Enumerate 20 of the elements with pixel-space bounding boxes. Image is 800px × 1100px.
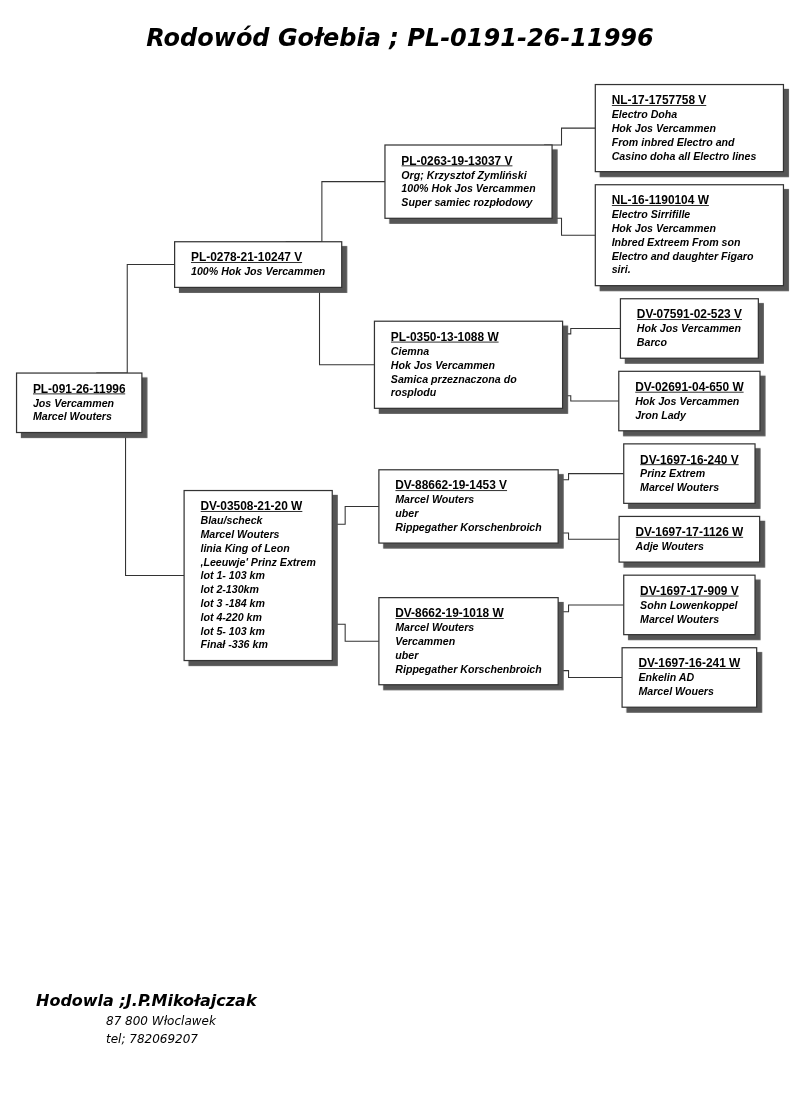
node-box: DV-1697-17-1126 W Adje Wouters: [618, 515, 761, 563]
node-box: DV-1697-17-909 V Sohn Lowenkoppel Marcel Wouters: [623, 574, 756, 636]
node-box: DV-8662-19-1018 W Marcel Wouters Vercammen uber Rippegather Korschenbroich: [378, 597, 559, 686]
node-box: PL-0263-19-13037 V Org; Krzysztof Zymliński 100% Hok Jos Vercammen Super samiec rozpłodowy: [384, 144, 553, 219]
node-box: NL-16-1190104 W Electro Sirrifille Hok Jos Vercammen Inbred Extreem From son Electro and daughter Figaro siri.: [594, 184, 785, 287]
connector: [562, 327, 621, 335]
breeder-name: Hodowla ;J.P.Mikołajczak: [36, 990, 257, 1012]
node-box: NL-17-1757758 V Electro Doha Hok Jos Vercammen From inbred Electro and Casino doha all Electro lines: [594, 83, 785, 173]
node-box: DV-03508-21-20 W Blau/scheck Marcel Wouters linia King of Leon ,Leeuwje' Prinz Extrem lot 1- 103 km lot 2-130km lot 3 -184 km lot 4-220 km lot 5- 103 km Finał -336 km: [183, 489, 333, 662]
node-box: PL-0278-21-10247 V 100% Hok Jos Vercammen: [174, 241, 343, 288]
node-box: DV-02691-04-650 W Hok Jos Vercammen Jron Lady: [618, 370, 761, 432]
breeder-contact: 87 800 Włoclawek: [106, 1013, 216, 1030]
node-box: PL-0350-13-1088 W Ciemna Hok Jos Vercammen Samica przeznaczona do rosplodu: [373, 320, 564, 409]
title: Rodowód Gołebia ; PL-0191-26-11996: [145, 24, 655, 52]
node-box: DV-1697-16-241 W Enkelin AD Marcel Wouers: [621, 647, 758, 708]
node-box: DV-88662-19-1453 V Marcel Wouters uber Rippegather Korschenbroich: [378, 469, 559, 544]
node-box: PL-091-26-11996 Jos Vercammen Marcel Wouters: [15, 372, 143, 434]
breeder-contact: tel; 782069207: [106, 1031, 198, 1048]
node-box: DV-1697-16-240 V Prinz Extrem Marcel Wouters: [623, 443, 756, 504]
node-box: DV-07591-02-523 V Hok Jos Vercammen Barco: [619, 298, 759, 359]
